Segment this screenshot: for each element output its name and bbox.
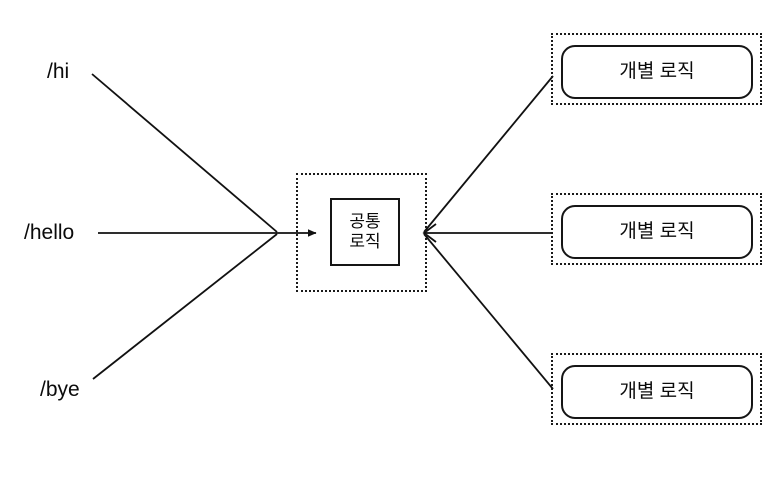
individual-logic-label-3: 개별 로직	[619, 380, 695, 402]
line-common-to-individual-1	[423, 75, 554, 233]
route-label-hi: /hi	[47, 60, 70, 83]
individual-logic-label-1: 개별 로직	[619, 60, 695, 82]
line-hi-to-common	[91, 73, 278, 233]
line-bye-to-common	[92, 233, 278, 380]
line-common-to-individual-3	[423, 233, 554, 390]
common-logic-label: 공통 로직	[349, 211, 381, 251]
common-logic-box[interactable]: 공통 로직	[330, 198, 400, 266]
individual-logic-label-2: 개별 로직	[619, 220, 695, 242]
individual-logic-box-3[interactable]: 개별 로직	[561, 365, 753, 419]
individual-logic-group-3	[551, 353, 762, 425]
individual-logic-group-2	[551, 193, 762, 265]
route-label-hello: /hello	[24, 221, 75, 244]
individual-logic-box-2[interactable]: 개별 로직	[561, 205, 753, 259]
individual-logic-group-1	[551, 33, 762, 105]
common-logic-group	[296, 173, 427, 292]
individual-logic-box-1[interactable]: 개별 로직	[561, 45, 753, 99]
route-label-bye: /bye	[40, 378, 80, 401]
